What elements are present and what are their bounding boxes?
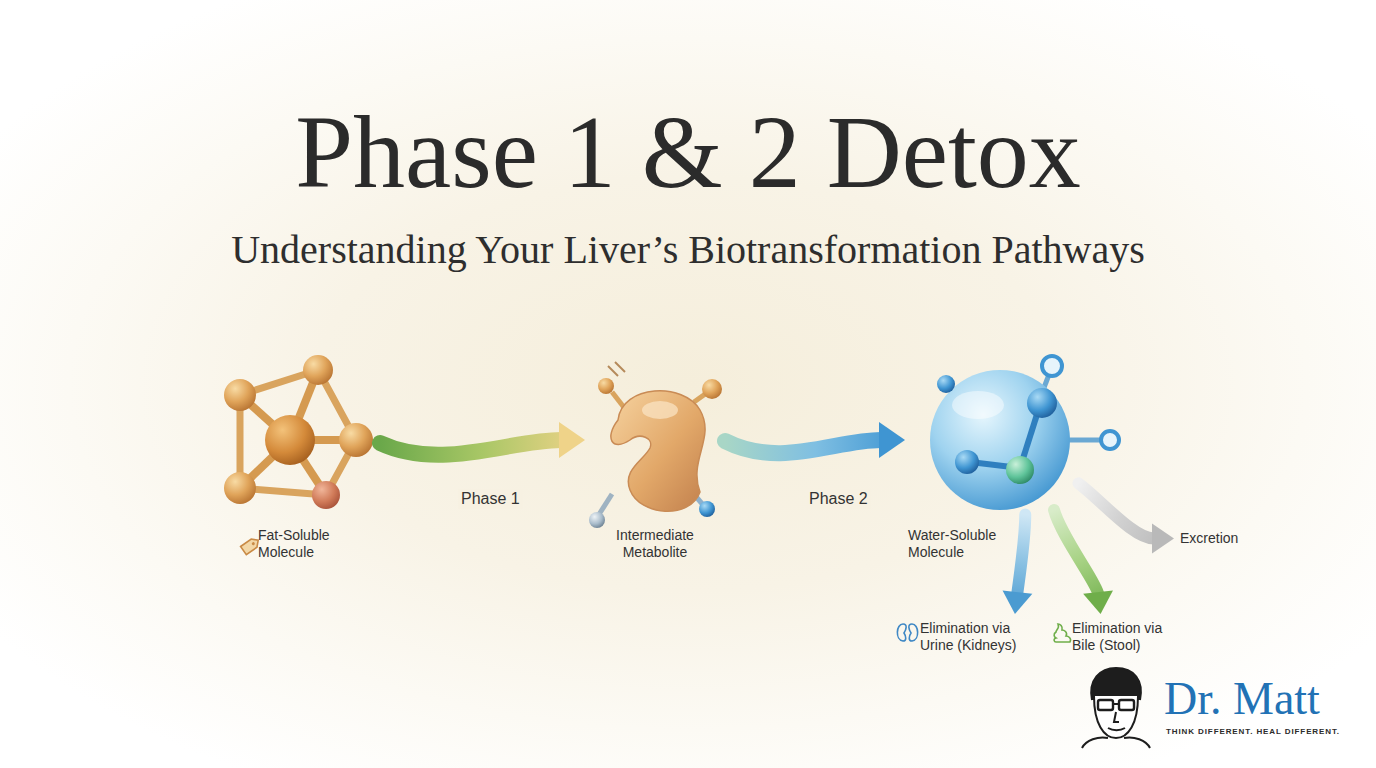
logo-face — [1082, 668, 1150, 748]
stool-icon — [1054, 624, 1070, 642]
arrow-head — [1083, 590, 1113, 614]
urine-arrow — [1003, 514, 1033, 614]
intermediate-metabolite-art — [589, 362, 722, 528]
kidney-icon — [897, 624, 917, 641]
fat-soluble-molecule-art — [224, 355, 373, 509]
arrow-shaft — [1054, 510, 1098, 594]
bile-node: Elimination via Bile (Stool) — [1072, 618, 1188, 656]
arrow-shaft — [1017, 514, 1025, 594]
logo-name: Dr. Matt — [1164, 672, 1320, 726]
intermediate-node: Intermediate Metabolite — [585, 365, 725, 565]
phase-arrow — [380, 422, 585, 458]
arrow-head — [1152, 524, 1174, 554]
fat-soluble-node: Fat-Soluble Molecule — [225, 335, 380, 565]
water-soluble-node: Water-Soluble Molecule — [905, 355, 1090, 565]
arrow-shaft — [725, 440, 881, 453]
node-label: Elimination via Bile (Stool) — [1072, 620, 1184, 654]
urine-node: Elimination via Urine (Kidneys) — [920, 618, 1046, 656]
phase-arrow — [725, 422, 905, 458]
node-label: Elimination via Urine (Kidneys) — [920, 620, 1042, 654]
subtitle: Understanding Your Liver’s Biotransforma… — [0, 226, 1376, 274]
node-label: Excretion — [1180, 530, 1238, 547]
excretion-arrow — [1078, 483, 1174, 553]
logo-tagline: THINK DIFFERENT. HEAL DIFFERENT. — [1166, 727, 1340, 737]
arrow-head — [559, 422, 585, 458]
tag-icon — [241, 536, 261, 555]
arrow-head — [1003, 590, 1033, 614]
excretion-node: Excretion — [1178, 528, 1243, 549]
main-title: Phase 1 & 2 Detox — [0, 92, 1376, 212]
phase-label: Phase 2 — [806, 489, 871, 509]
node-label: Intermediate Metabolite — [605, 527, 705, 561]
bile-arrow — [1054, 510, 1113, 614]
arrow-head — [879, 422, 905, 458]
node-label: Water-Soluble Molecule — [908, 527, 1018, 561]
arrow-shaft — [1078, 483, 1154, 538]
phase-label: Phase 1 — [458, 489, 523, 509]
arrow-shaft — [380, 440, 561, 455]
node-label: Fat-Soluble Molecule — [258, 527, 350, 561]
